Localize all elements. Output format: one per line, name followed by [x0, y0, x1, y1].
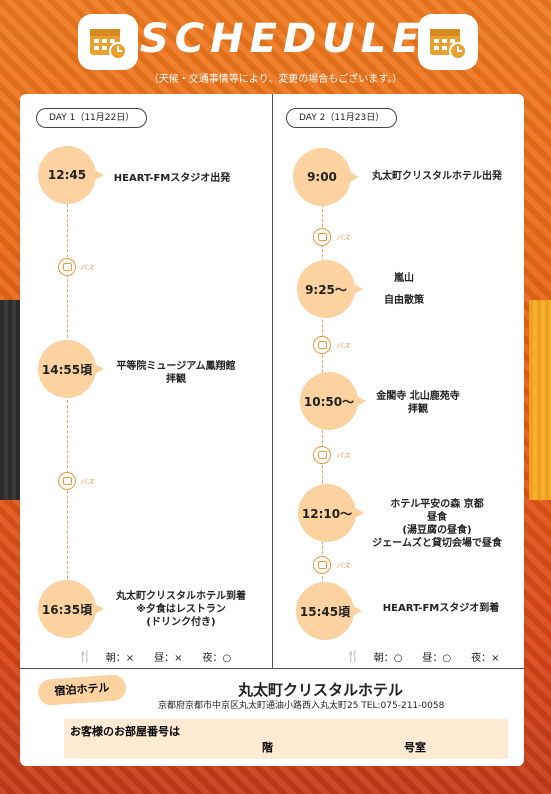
hotel-name: 丸太町クリスタルホテル [238, 681, 404, 699]
day2-stop-desc: 金閣寺 北山鹿苑寺 拝観 [376, 391, 460, 415]
section-divider [20, 668, 524, 669]
bus-icon [313, 336, 331, 354]
meals-text: 朝：× 昼：× 夜：○ [105, 653, 232, 664]
bus-icon [313, 556, 331, 574]
day2-tag: DAY 2（11月23日） [286, 108, 398, 128]
bus-label: バス [336, 562, 350, 570]
room-floor-label: 階 [262, 741, 273, 754]
bus-label: バス [80, 264, 94, 272]
day2-stop-time: 9:00 [293, 148, 359, 206]
fork-knife-icon: 🍴 [78, 650, 92, 663]
bus-icon [313, 228, 331, 246]
hotel-tag: 宿泊ホテル [37, 673, 127, 707]
day1-stop-time: 14:55頃 [38, 340, 104, 398]
day1-tag: DAY 1（11月22日） [36, 108, 148, 128]
day2-meals: 🍴 朝：○ 昼：○ 夜：× [346, 649, 500, 664]
day2-stop-desc: 嵐山 自由散策 [384, 273, 424, 306]
day2-stop-desc: 丸太町クリスタルホテル出発 [372, 171, 502, 182]
meals-text: 朝：○ 昼：○ 夜：× [373, 653, 500, 664]
bus-icon [58, 472, 76, 490]
column-divider [272, 94, 273, 668]
header: SCHEDULE （天候・交通事情等により、変更の場合もございます。） [0, 6, 551, 86]
day2-stop-time: 12:10～ [298, 484, 364, 542]
room-number-label: 号室 [404, 741, 426, 754]
schedule-card: DAY 1（11月22日） 12:45 HEART-FMスタジオ出発 バス 14… [20, 94, 524, 766]
bus-icon [313, 446, 331, 464]
day1-meals: 🍴 朝：× 昼：× 夜：○ [78, 649, 231, 664]
right-pattern-band [529, 300, 551, 500]
bus-label: バス [336, 342, 350, 350]
day2-stop-desc: ホテル平安の森 京都 昼食 (湯豆腐の昼食) ジェームズと貸切会場で昼食 [372, 499, 502, 549]
bus-label: バス [80, 478, 94, 486]
calendar-clock-icon [418, 14, 478, 70]
bus-label: バス [336, 234, 350, 242]
header-note: （天候・交通事情等により、変更の場合もございます。） [148, 74, 403, 85]
fork-knife-icon: 🍴 [346, 650, 360, 663]
hotel-address: 京都府京都市中京区丸太町通油小路西入丸太町25 TEL:075-211-0058 [158, 701, 445, 711]
day1-timeline [67, 199, 68, 599]
day1-stop-desc: HEART-FMスタジオ出発 [113, 173, 231, 184]
day2-stop-time: 15:45頃 [296, 582, 362, 640]
room-number-box: お客様のお部屋番号は 階 号室 [64, 719, 508, 759]
day2-stop-desc: HEART-FMスタジオ到着 [382, 603, 500, 614]
page-title: SCHEDULE [140, 16, 426, 62]
bus-label: バス [336, 452, 350, 460]
day1-stop-time: 12:45 [38, 146, 104, 204]
calendar-clock-icon [78, 14, 138, 70]
day2-stop-time: 9:25～ [297, 260, 363, 318]
room-question: お客様のお部屋番号は [70, 725, 180, 738]
day1-stop-desc: 丸太町クリスタルホテル到着 ※夕食はレストラン (ドリンク付き) [116, 591, 246, 628]
day1-stop-time: 16:35頃 [38, 580, 104, 638]
day2-stop-time: 10:50～ [300, 372, 366, 430]
bus-icon [58, 258, 76, 276]
left-pattern-band [0, 300, 22, 500]
day1-stop-desc: 平等院ミュージアム鳳翔館 拝観 [116, 361, 236, 385]
